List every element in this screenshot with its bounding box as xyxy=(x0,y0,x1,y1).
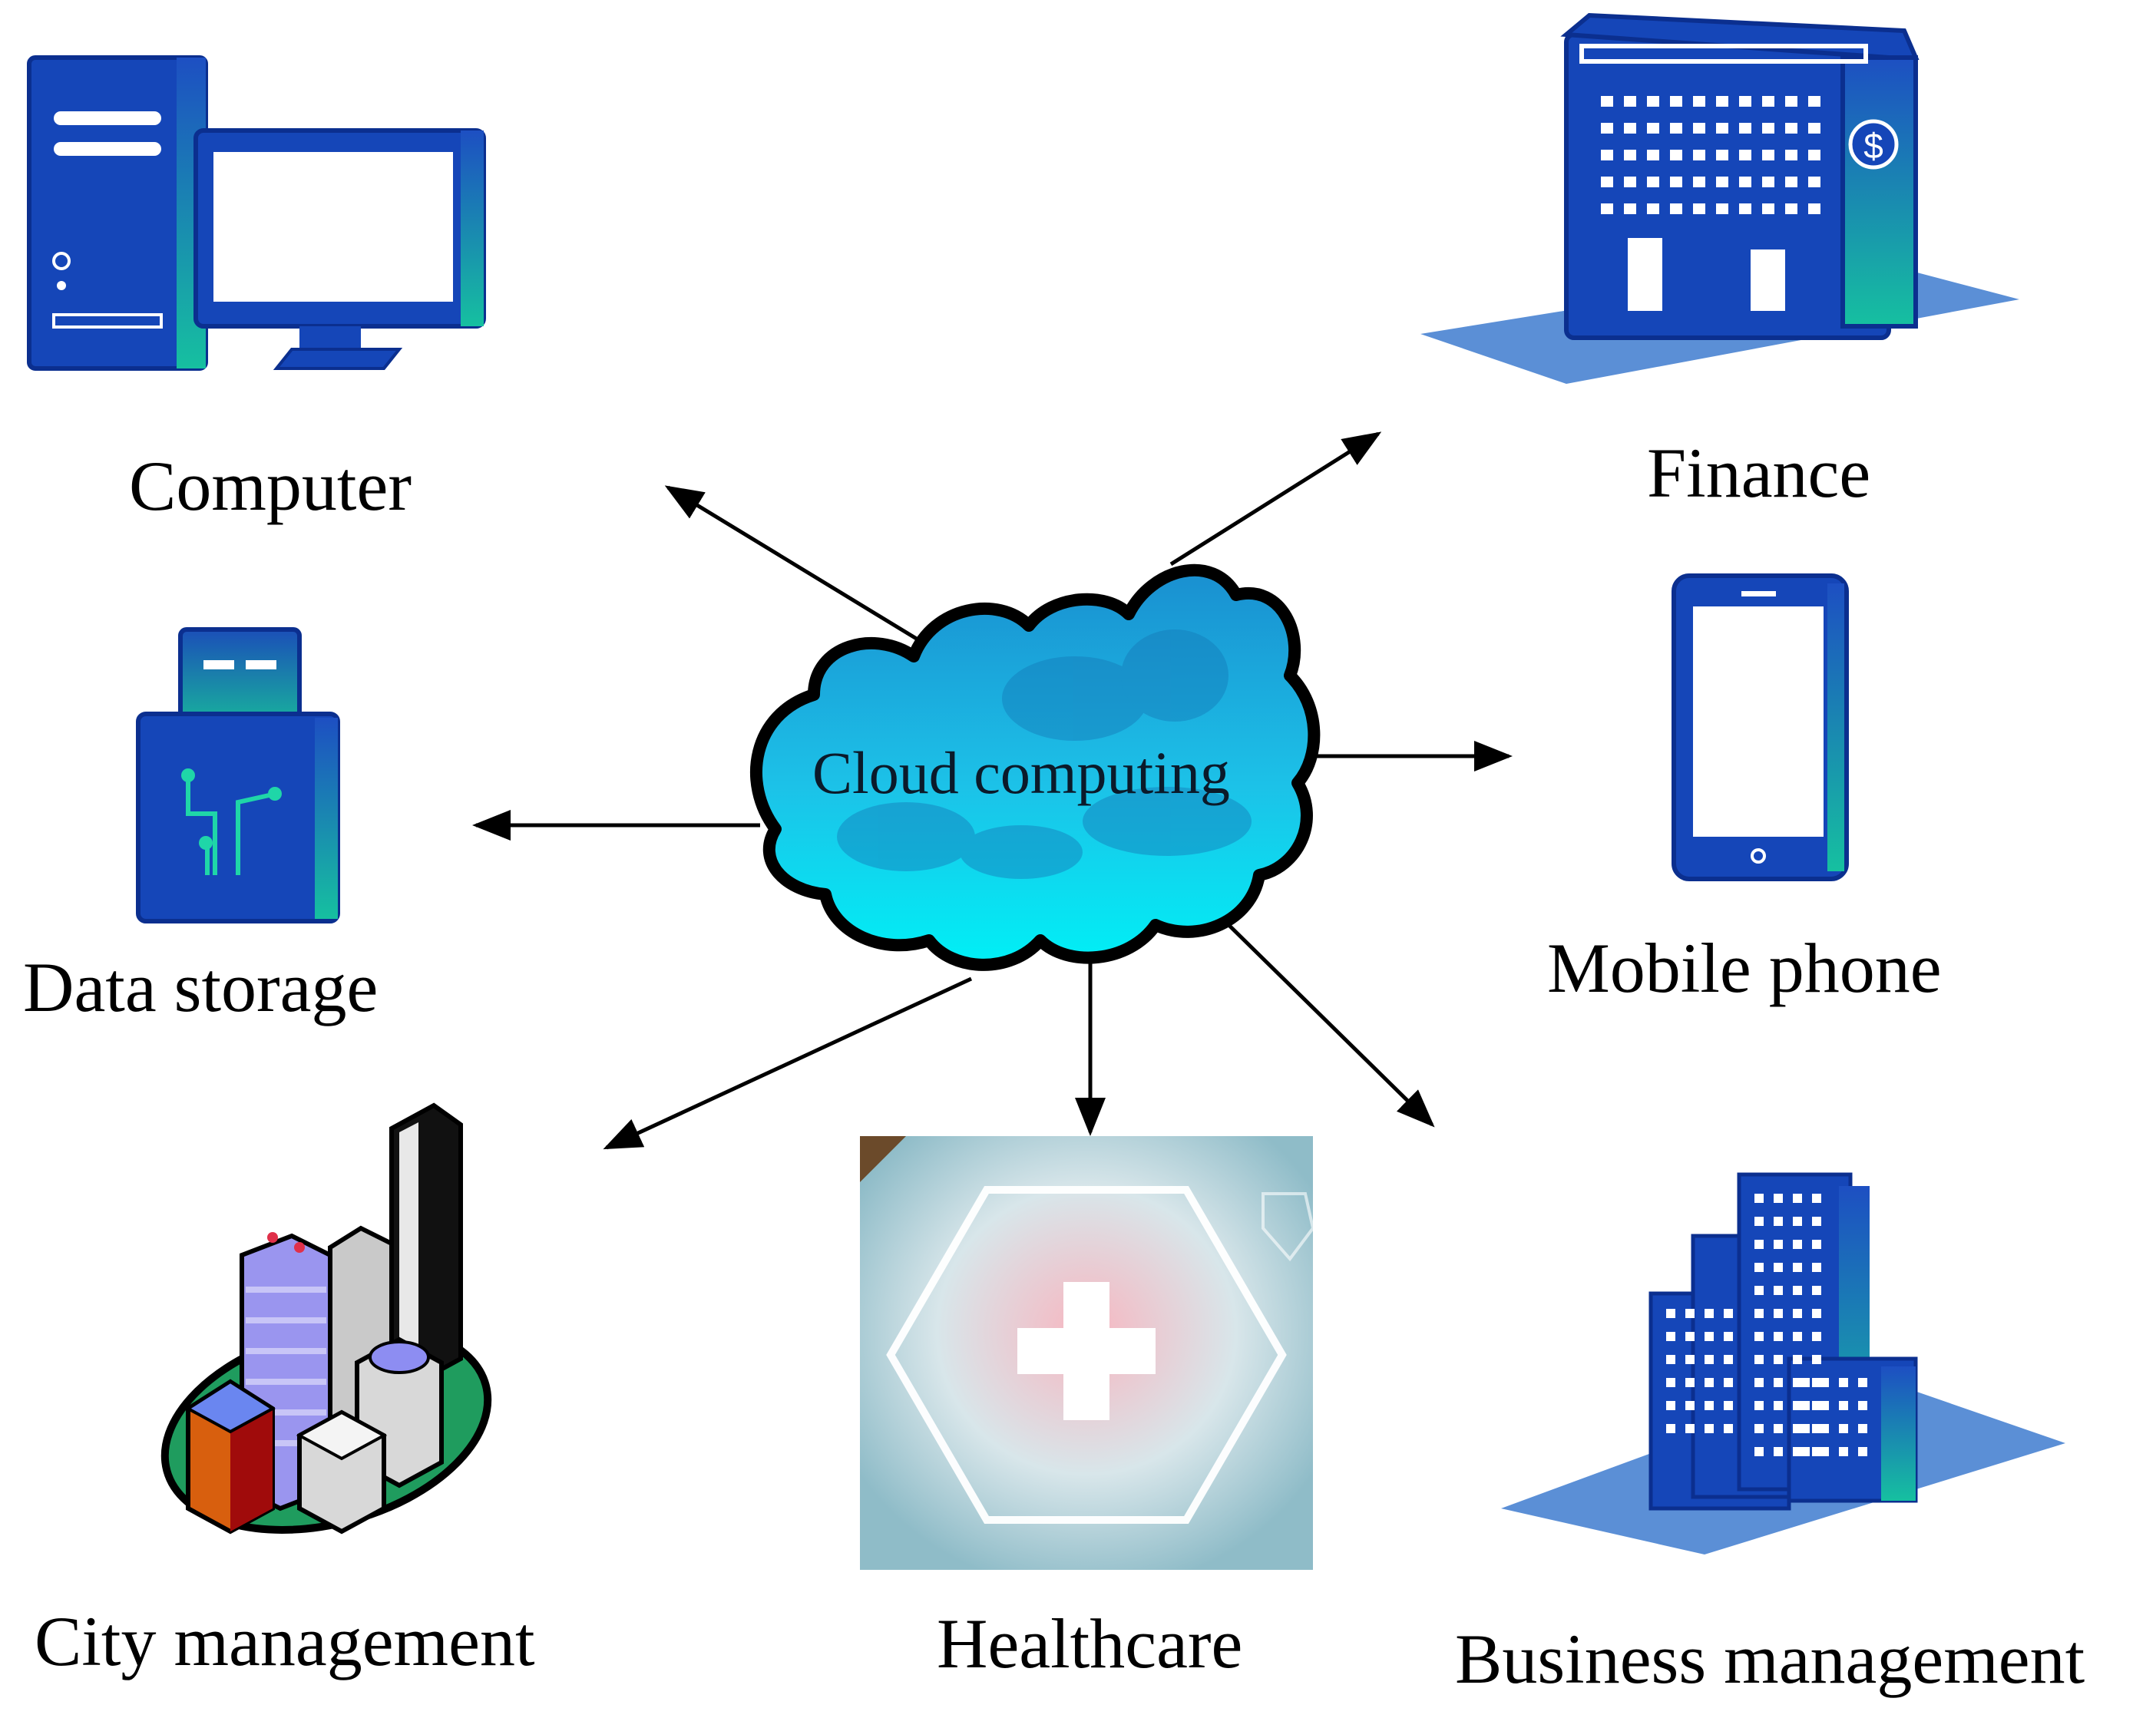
node-label-data-storage: Data storage xyxy=(23,948,379,1026)
connector-arrows xyxy=(472,431,1513,1150)
bank-building-icon: $ xyxy=(1420,12,2019,384)
arrow-to-computer xyxy=(664,485,934,651)
medical-cross-icon xyxy=(860,1136,1315,1570)
arrow-to-business-management xyxy=(1212,908,1435,1128)
node-label-finance: Finance xyxy=(1647,434,1871,512)
usb-drive-icon xyxy=(136,627,340,923)
office-tower-icon xyxy=(1501,1172,2065,1554)
arrow-to-finance xyxy=(1169,431,1382,567)
node-label-healthcare: Healthcare xyxy=(937,1604,1243,1683)
desktop-computer-icon xyxy=(27,55,486,371)
node-label-city-management: City management xyxy=(35,1602,535,1680)
city-buildings-icon xyxy=(160,1102,492,1535)
node-label-computer: Computer xyxy=(129,447,412,525)
cloud-computing-label: Cloud computing xyxy=(812,739,1230,806)
node-label-business-management: Business management xyxy=(1455,1620,2085,1698)
cloud-icon xyxy=(749,563,1321,971)
node-label-mobile-phone: Mobile phone xyxy=(1547,929,1942,1007)
arrow-to-city-management xyxy=(603,976,973,1150)
smartphone-icon xyxy=(1672,573,1849,881)
svg-text:$: $ xyxy=(1863,126,1883,166)
